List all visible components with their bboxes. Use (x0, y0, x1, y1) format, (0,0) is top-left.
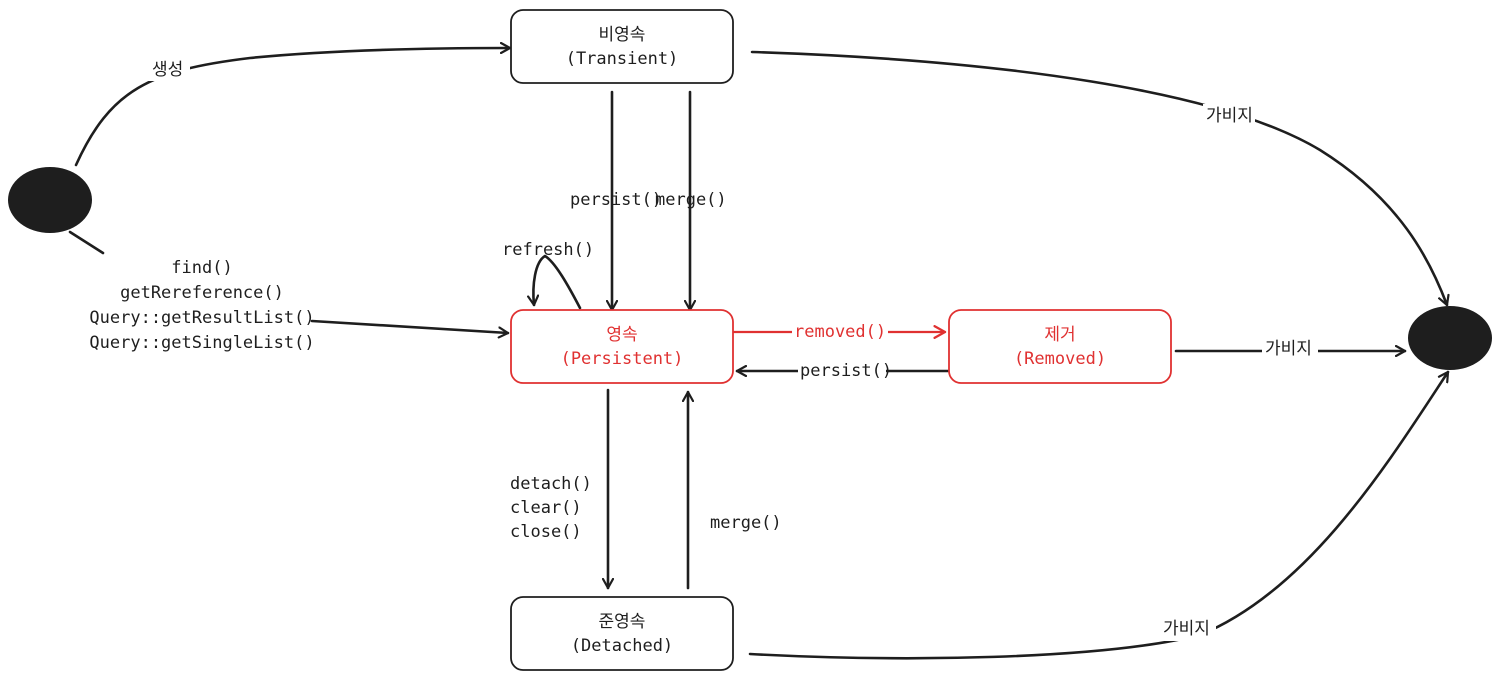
label-detach-line: clear() (510, 498, 582, 518)
edge-garbage-detached (748, 370, 1450, 660)
state-transient-sub: (Transient) (566, 49, 679, 69)
label-garbage-detached: 가비지 (1163, 619, 1210, 639)
state-removed-sub: (Removed) (1014, 349, 1106, 369)
label-find-line: Query::getSingleList() (89, 333, 314, 353)
label-refresh: refresh() (502, 240, 594, 260)
edge-create (74, 48, 512, 167)
state-detached: 준영속 (Detached) (510, 596, 734, 671)
state-persistent-name: 영속 (606, 325, 637, 345)
label-merge-to-persistent: merge() (655, 190, 727, 210)
label-detach-group: detach() clear() close() (510, 474, 592, 542)
label-garbage-removed: 가비지 (1265, 339, 1312, 359)
label-find-group: find() getRereference() Query::getResult… (89, 258, 314, 353)
state-persistent: 영속 (Persistent) (510, 309, 734, 384)
label-garbage-transient: 가비지 (1206, 106, 1253, 126)
state-detached-sub: (Detached) (571, 636, 673, 656)
edge-garbage-transient (750, 50, 1447, 307)
state-removed: 제거 (Removed) (948, 309, 1172, 384)
state-transient: 비영속 (Transient) (510, 9, 734, 84)
label-detach-line: detach() (510, 474, 592, 494)
state-removed-name: 제거 (1044, 325, 1075, 345)
label-removed: removed() (794, 322, 886, 342)
state-persistent-sub: (Persistent) (561, 349, 684, 369)
edge-start-tail (68, 230, 105, 255)
label-detach-line: close() (510, 522, 582, 542)
label-persist-back: persist() (800, 361, 892, 381)
label-find-line: getRereference() (120, 283, 284, 303)
label-find-line: Query::getResultList() (89, 308, 314, 328)
edge-find (310, 319, 510, 333)
label-create: 생성 (152, 60, 183, 80)
edge-refresh (533, 254, 582, 310)
state-detached-name: 준영속 (599, 612, 646, 632)
label-find-line: find() (171, 258, 232, 278)
label-persist: persist() (570, 190, 662, 210)
label-merge-from-detached: merge() (710, 513, 782, 533)
start-node (8, 167, 92, 233)
end-node (1408, 306, 1492, 370)
state-transient-name: 비영속 (599, 25, 646, 45)
